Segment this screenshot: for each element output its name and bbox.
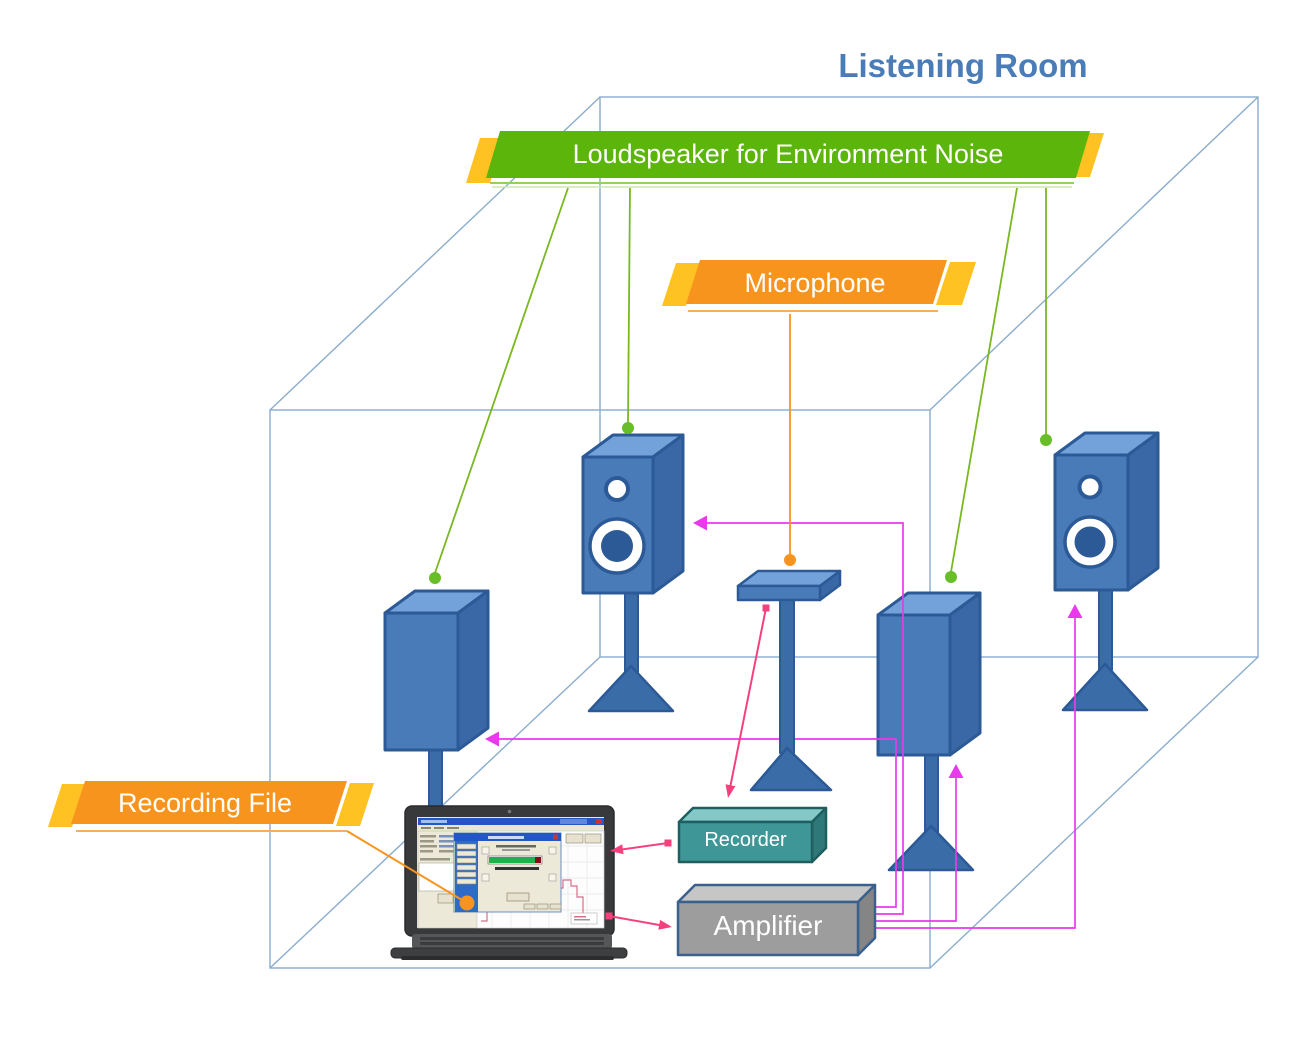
microphone-banner <box>662 260 976 312</box>
recorder-box <box>677 806 828 864</box>
recording-file-banner-label: Recording File <box>117 788 293 818</box>
tweeter-icon <box>604 476 630 502</box>
speaker-feed-arrowheads <box>485 515 1083 778</box>
loudspeaker-back-middle <box>581 433 685 713</box>
loudspeaker-banner-label: Loudspeaker for Environment Noise <box>572 139 1004 169</box>
microphone-banner-label: Microphone <box>744 268 886 298</box>
close-icon <box>553 834 558 840</box>
webcam-icon <box>507 809 512 814</box>
level-meter-green <box>489 857 535 863</box>
loudspeaker-far-right <box>1053 431 1160 712</box>
amplifier-box <box>676 883 877 957</box>
laptop-screen <box>417 817 605 929</box>
page-title: Listening Room <box>838 47 1088 84</box>
laptop-base <box>390 934 628 960</box>
laptop <box>390 805 628 960</box>
microphone-stand <box>736 569 842 792</box>
loudspeaker-front-right <box>876 591 982 872</box>
loudspeaker-front-left <box>383 589 490 809</box>
loudspeaker-pointer-dots <box>429 422 1052 584</box>
loudspeaker-pointer-lines <box>434 187 1047 574</box>
microphone-pointer <box>784 314 796 566</box>
close-icon <box>596 819 602 824</box>
recording-file-banner <box>48 781 374 832</box>
amplifier-box-label: Amplifier <box>713 910 823 941</box>
device-connectors <box>605 604 770 930</box>
loudspeaker-banner <box>466 131 1104 188</box>
recording-file-pointer <box>346 830 475 911</box>
level-meter-red <box>535 857 541 863</box>
speaker-feed-lines <box>497 522 1076 929</box>
tweeter-icon <box>1077 474 1103 500</box>
recorder-box-label: Recorder <box>704 829 787 851</box>
